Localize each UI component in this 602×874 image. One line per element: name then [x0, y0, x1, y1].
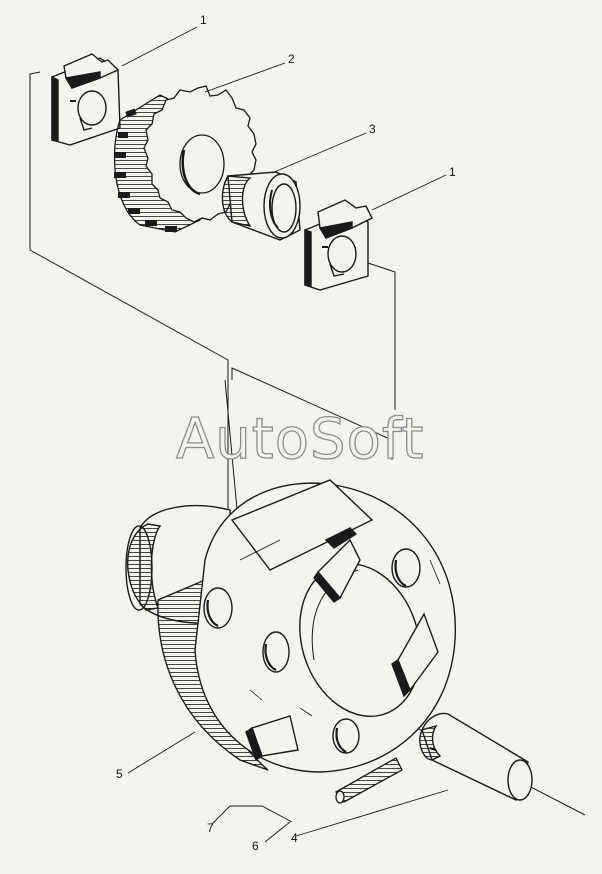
callout-label-1-lower: 1 — [449, 165, 456, 179]
retainer-plate-lower — [304, 199, 373, 291]
callout-label-5: 5 — [116, 767, 123, 781]
dowel-pin — [335, 757, 403, 804]
leader-lines — [121, 26, 449, 843]
retainer-plate-upper — [51, 53, 121, 146]
callout-label-4: 4 — [291, 831, 298, 845]
callout-label-2: 2 — [288, 52, 295, 66]
axle-pin — [419, 712, 533, 801]
callout-label-1-upper: 1 — [200, 13, 207, 27]
carrier-housing — [125, 479, 457, 773]
callout-label-7: 7 — [207, 821, 214, 835]
bushing-sleeve — [221, 171, 301, 241]
callout-label-6: 6 — [252, 839, 259, 853]
callout-label-3: 3 — [369, 122, 376, 136]
watermark-text: AutoSoft — [175, 406, 425, 472]
